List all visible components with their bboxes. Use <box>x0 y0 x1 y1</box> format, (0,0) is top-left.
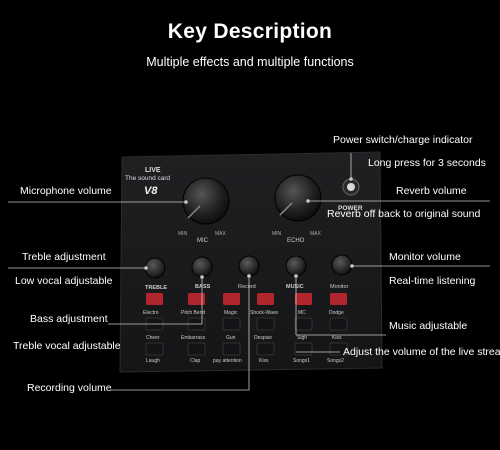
treble-knob[interactable] <box>144 257 166 279</box>
echo-max-label: MAX <box>310 231 322 237</box>
callout-microphone-volume: Microphone volume <box>20 185 112 197</box>
callout-monitor-volume: Monitor volume <box>389 251 461 263</box>
btn-songs1[interactable] <box>294 342 313 356</box>
btn-magic[interactable] <box>223 293 240 305</box>
mic-knob[interactable] <box>182 177 230 225</box>
callout-reverb-volume: Reverb volume <box>396 185 467 197</box>
btn-sigh[interactable] <box>294 317 313 331</box>
line-record <box>110 276 250 391</box>
btn-sigh-label: Sigh <box>297 335 307 341</box>
echo-label: ECHO <box>287 238 305 244</box>
echo-knob[interactable] <box>274 174 322 222</box>
btn-pitch-bend-label: Pitch Bend <box>181 310 205 316</box>
record-label: Record <box>238 284 256 290</box>
btn-cheer-label: Cheer <box>146 335 160 341</box>
btn-kiss-1-label: Kiss <box>332 335 342 341</box>
mic-min-label: MIN <box>178 231 188 237</box>
btn-pay-attention-label: pay attention <box>213 358 242 364</box>
btn-shock-wave-label: Shock-Wave <box>250 310 278 316</box>
btn-gun-label: Gun <box>226 335 236 341</box>
page-subtitle: Multiple effects and multiple functions <box>146 55 354 69</box>
btn-dodge-label: Dodge <box>329 310 344 316</box>
music-knob[interactable] <box>285 255 307 277</box>
btn-songs1-label: Songs1 <box>293 358 310 364</box>
btn-laugh[interactable] <box>145 342 164 356</box>
btn-electro-label: Electro <box>143 310 159 316</box>
page-title: Key Description <box>167 20 333 43</box>
btn-mc-label: MC <box>298 310 306 316</box>
btn-clap-label: Clap <box>190 358 201 364</box>
power-label: POWER <box>338 205 363 212</box>
line-bass <box>108 277 203 325</box>
monitor-label: Monitor <box>330 284 349 290</box>
mic-label: MIC <box>197 238 209 244</box>
brand-tagline: The sound card <box>125 175 171 182</box>
power-button[interactable] <box>342 178 360 196</box>
callout-music: Music adjustable <box>389 320 468 332</box>
callout-recording: Recording volume <box>27 382 112 394</box>
btn-clap[interactable] <box>187 342 206 356</box>
mic-max-label: MAX <box>215 231 227 237</box>
btn-embarrass-label: Embarrass <box>181 335 206 341</box>
brand-live: LIVE <box>145 167 161 174</box>
btn-pay-attention[interactable] <box>222 342 241 356</box>
echo-min-label: MIN <box>272 231 282 237</box>
callout-treble: Treble adjustment <box>22 251 106 263</box>
btn-kiss-1[interactable] <box>329 317 348 331</box>
record-knob[interactable] <box>238 255 260 277</box>
btn-shock-wave[interactable] <box>257 293 274 305</box>
monitor-knob[interactable] <box>331 254 353 276</box>
music-label: MUSIC <box>286 284 304 290</box>
btn-magic-label: Magic <box>224 310 238 316</box>
brand-model: V8 <box>144 185 158 197</box>
btn-electro[interactable] <box>146 293 163 305</box>
btn-dodge[interactable] <box>330 293 347 305</box>
callout-realtime: Real-time listening <box>389 275 476 287</box>
btn-songs2-label: Songs2 <box>327 358 344 364</box>
callout-live-stream: Adjust the volume of the live stream <box>343 346 500 358</box>
btn-mc[interactable] <box>295 293 312 305</box>
btn-despise-label: Despise <box>254 335 272 341</box>
callout-bass: Bass adjustment <box>30 313 108 325</box>
bass-knob[interactable] <box>191 256 213 278</box>
callout-reverb-off: Reverb off back to original sound <box>327 208 481 220</box>
btn-laugh-label: Laugh <box>146 358 160 364</box>
bass-label: BASS <box>195 284 211 290</box>
callout-long-press: Long press for 3 seconds <box>368 157 486 169</box>
btn-kiss-2[interactable] <box>256 342 275 356</box>
btn-pitch-bend[interactable] <box>188 293 205 305</box>
treble-label: TREBLE <box>145 285 167 291</box>
callout-treble-vocal: Treble vocal adjustable <box>13 340 121 352</box>
btn-kiss-2-label: Kiss <box>259 358 269 364</box>
btn-gun[interactable] <box>222 317 241 331</box>
callout-low-vocal: Low vocal adjustable <box>15 275 113 287</box>
callout-power-switch: Power switch/charge indicator <box>333 134 473 146</box>
btn-despise[interactable] <box>256 317 275 331</box>
